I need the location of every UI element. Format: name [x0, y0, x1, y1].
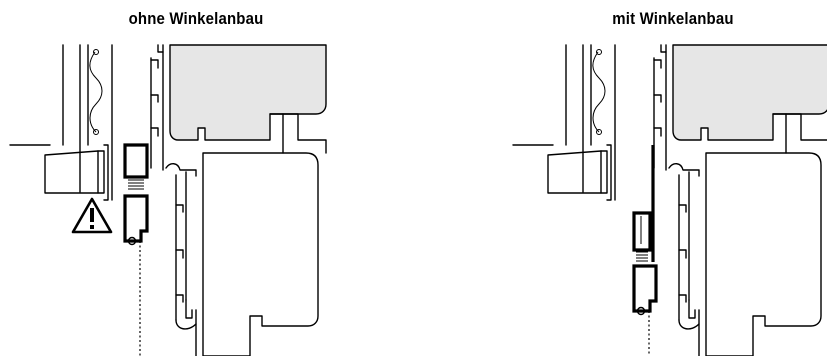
panel-title-without-bracket: ohne Winkelanbau [128, 9, 264, 28]
window-frame-right [512, 44, 827, 356]
sensor-upper-left [124, 144, 148, 178]
sensor-lower-left [123, 194, 149, 243]
left-drawing [9, 44, 327, 356]
window-frame-left [9, 44, 327, 356]
sensor-lower-right [632, 264, 658, 313]
spring-left [128, 179, 144, 190]
spring-right [636, 251, 648, 262]
warning-icon [71, 197, 113, 234]
sensor-upper-right [632, 211, 652, 252]
panel-title-with-bracket: mit Winkelanbau [612, 9, 734, 28]
right-drawing [512, 44, 827, 356]
